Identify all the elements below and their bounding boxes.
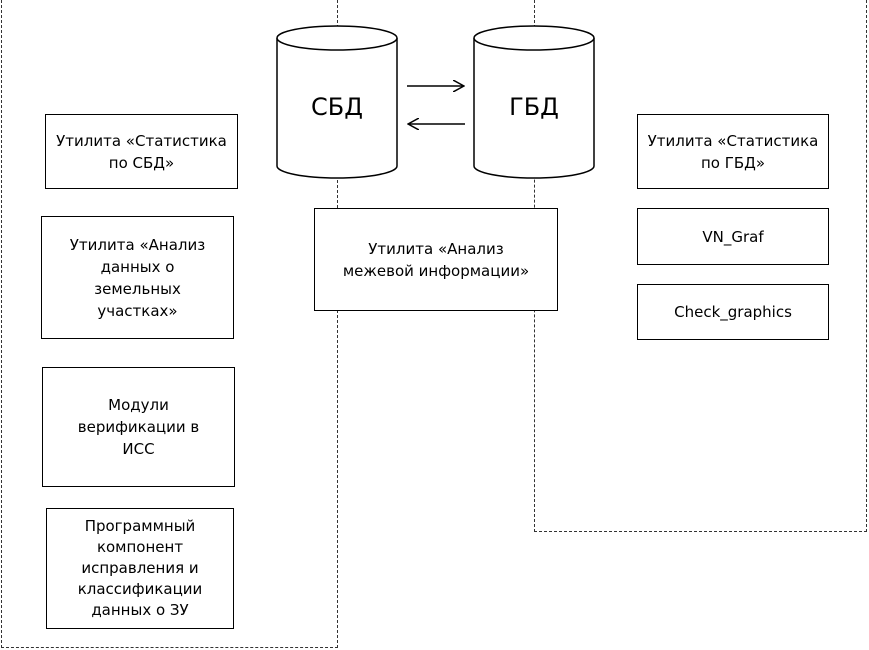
gbd-label: ГБД	[509, 93, 559, 121]
stats-gbd-box: Утилита «Статистика по ГБД»	[637, 114, 829, 189]
stats-sbd-box: Утилита «Статистика по СБД»	[45, 114, 238, 189]
boundary-analysis-box: Утилита «Анализ межевой информации»	[314, 208, 558, 311]
verification-box: Модули верификации в ИСС	[42, 367, 235, 487]
sbd-label: СБД	[311, 93, 363, 121]
vn-graf-box: VN_Graf	[637, 208, 829, 265]
check-graphics-box: Check_graphics	[637, 284, 829, 340]
stats-gbd-label: Утилита «Статистика по ГБД»	[647, 131, 819, 172]
left-group-region	[1, 0, 338, 648]
fix-component-box: Программный компонент исправления и клас…	[46, 508, 234, 629]
land-analysis-box: Утилита «Анализ данных о земельных участ…	[41, 216, 234, 339]
verification-label: Модули верификации в ИСС	[77, 396, 200, 458]
sbd-cylinder-icon	[276, 25, 398, 179]
stats-sbd-label: Утилита «Статистика по СБД»	[56, 131, 227, 172]
check-graphics-label: Check_graphics	[674, 303, 792, 321]
land-analysis-label: Утилита «Анализ данных о земельных участ…	[69, 235, 206, 320]
fix-component-label: Программный компонент исправления и клас…	[77, 517, 203, 619]
boundary-analysis-label: Утилита «Анализ межевой информации»	[342, 239, 530, 280]
gbd-cylinder-icon	[473, 25, 595, 179]
vn-graf-label: VN_Graf	[702, 227, 764, 246]
